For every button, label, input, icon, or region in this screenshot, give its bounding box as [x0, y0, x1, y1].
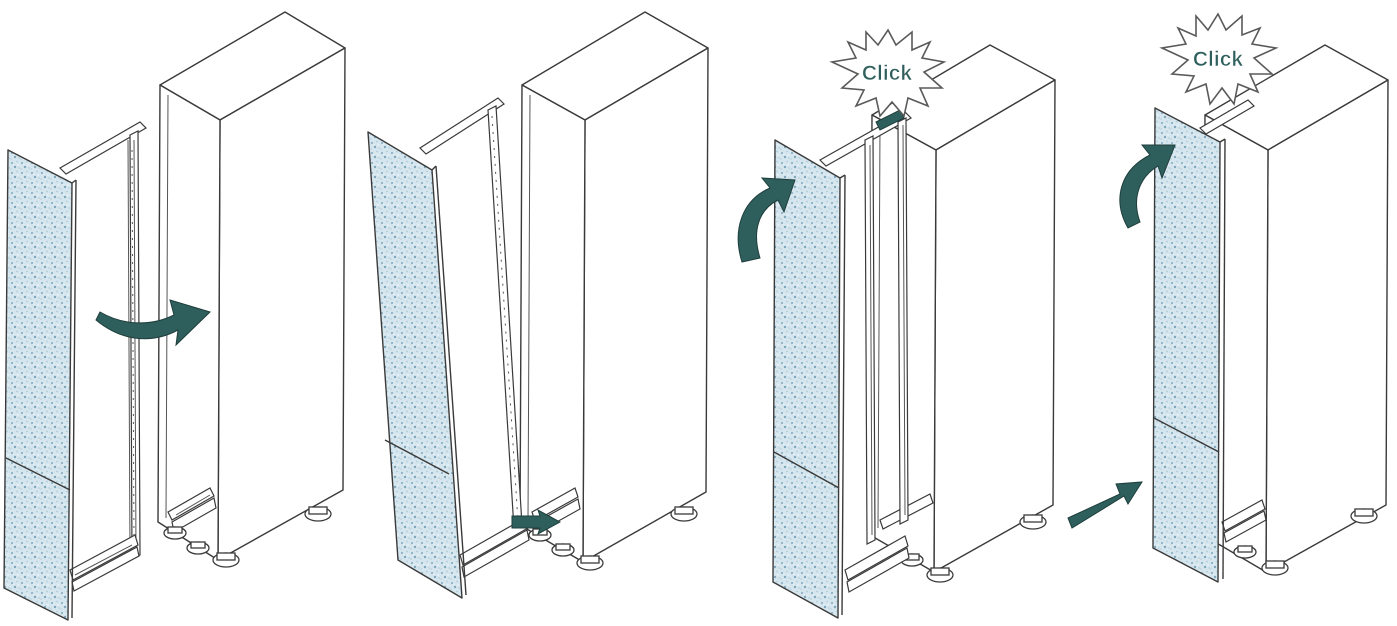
- step-3: Click: [738, 30, 1055, 618]
- cabinet: [520, 12, 708, 562]
- straight-arrow-icon: [1068, 482, 1142, 528]
- click-label: Click: [1193, 48, 1244, 71]
- cabinet: [158, 12, 345, 560]
- step-4: Click: [1068, 14, 1388, 582]
- click-burst: Click: [832, 30, 944, 116]
- decor-panel: [4, 150, 76, 620]
- decor-panel: [1153, 108, 1225, 582]
- step-2: [368, 12, 708, 598]
- click-label: Click: [862, 62, 913, 85]
- decor-panel: [368, 132, 466, 598]
- step-1: [4, 12, 345, 620]
- cabinet: [1203, 45, 1388, 572]
